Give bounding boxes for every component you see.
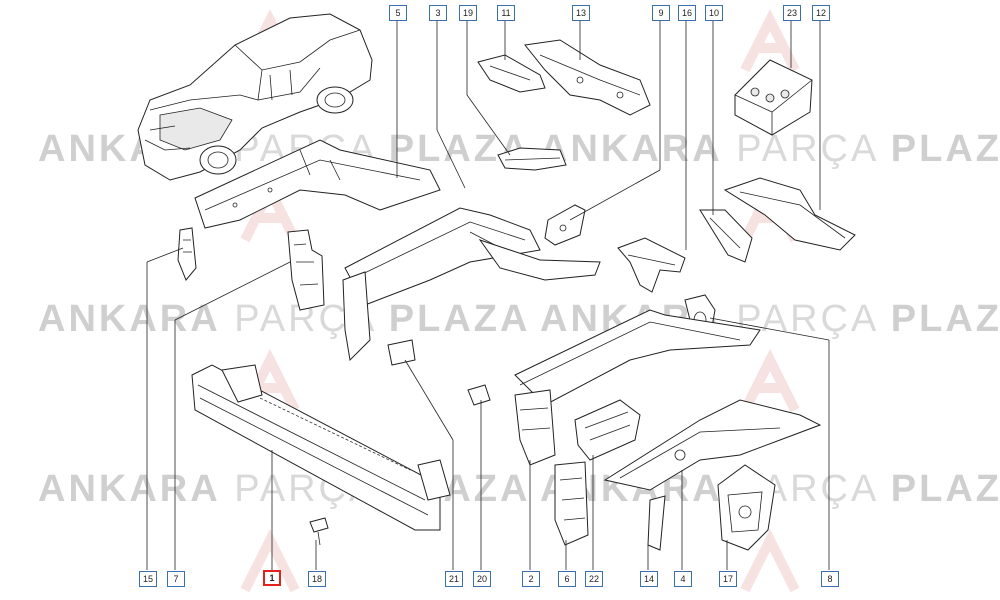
part-10-piece (699, 209, 753, 263)
callout-18[interactable]: 18 (308, 571, 326, 587)
part-6-plate (554, 461, 589, 546)
callout-1-highlighted[interactable]: 1 (263, 570, 281, 586)
part-18-bolt (309, 517, 329, 546)
part-3-longitudinal (342, 207, 601, 362)
callout-4[interactable]: 4 (674, 571, 692, 587)
part-12-piece (723, 177, 856, 251)
callout-7[interactable]: 7 (167, 571, 185, 587)
part-23-fastener-box (734, 59, 813, 136)
callout-2[interactable]: 2 (522, 571, 540, 587)
callout-10[interactable]: 10 (705, 5, 723, 21)
callout-13[interactable]: 13 (572, 5, 590, 21)
part-5-upper-rail (194, 139, 441, 229)
right-longitudinal (514, 309, 761, 466)
callout-6[interactable]: 6 (558, 571, 576, 587)
callout-16[interactable]: 16 (678, 5, 696, 21)
part-21-clip (387, 339, 416, 366)
part-20-clip (467, 384, 491, 406)
right-wheel-arch (603, 399, 822, 491)
watermark-row-1-right: ANKARA PARÇA PLAZA (540, 128, 1000, 170)
part-19-bracket (497, 147, 567, 171)
callout-3[interactable]: 3 (429, 5, 447, 21)
callout-9[interactable]: 9 (652, 5, 670, 21)
part-7-bracket (287, 229, 325, 311)
part-16-bracket (617, 237, 686, 293)
part-14-piece (647, 495, 666, 551)
callout-12[interactable]: 12 (812, 5, 830, 21)
callout-5[interactable]: 5 (389, 5, 407, 21)
part-13-piece (524, 39, 651, 116)
callout-21[interactable]: 21 (445, 571, 463, 587)
callout-23[interactable]: 23 (783, 5, 801, 21)
callout-22[interactable]: 22 (585, 571, 603, 587)
part-15-bracket (177, 227, 197, 281)
callout-15[interactable]: 15 (139, 571, 157, 587)
callout-20[interactable]: 20 (473, 571, 491, 587)
part-1-bumper-beam (191, 364, 451, 531)
leader-lines (146, 18, 830, 570)
callout-19[interactable]: 19 (459, 5, 477, 21)
callout-11[interactable]: 11 (497, 5, 515, 21)
part-9-bracket (544, 204, 586, 246)
part-17-panel (717, 464, 776, 551)
part-11-piece (477, 54, 546, 93)
callout-17[interactable]: 17 (719, 571, 737, 587)
callout-14[interactable]: 14 (640, 571, 658, 587)
callout-8[interactable]: 8 (821, 571, 839, 587)
part-22-piece (574, 399, 641, 461)
car-illustration (137, 13, 373, 181)
